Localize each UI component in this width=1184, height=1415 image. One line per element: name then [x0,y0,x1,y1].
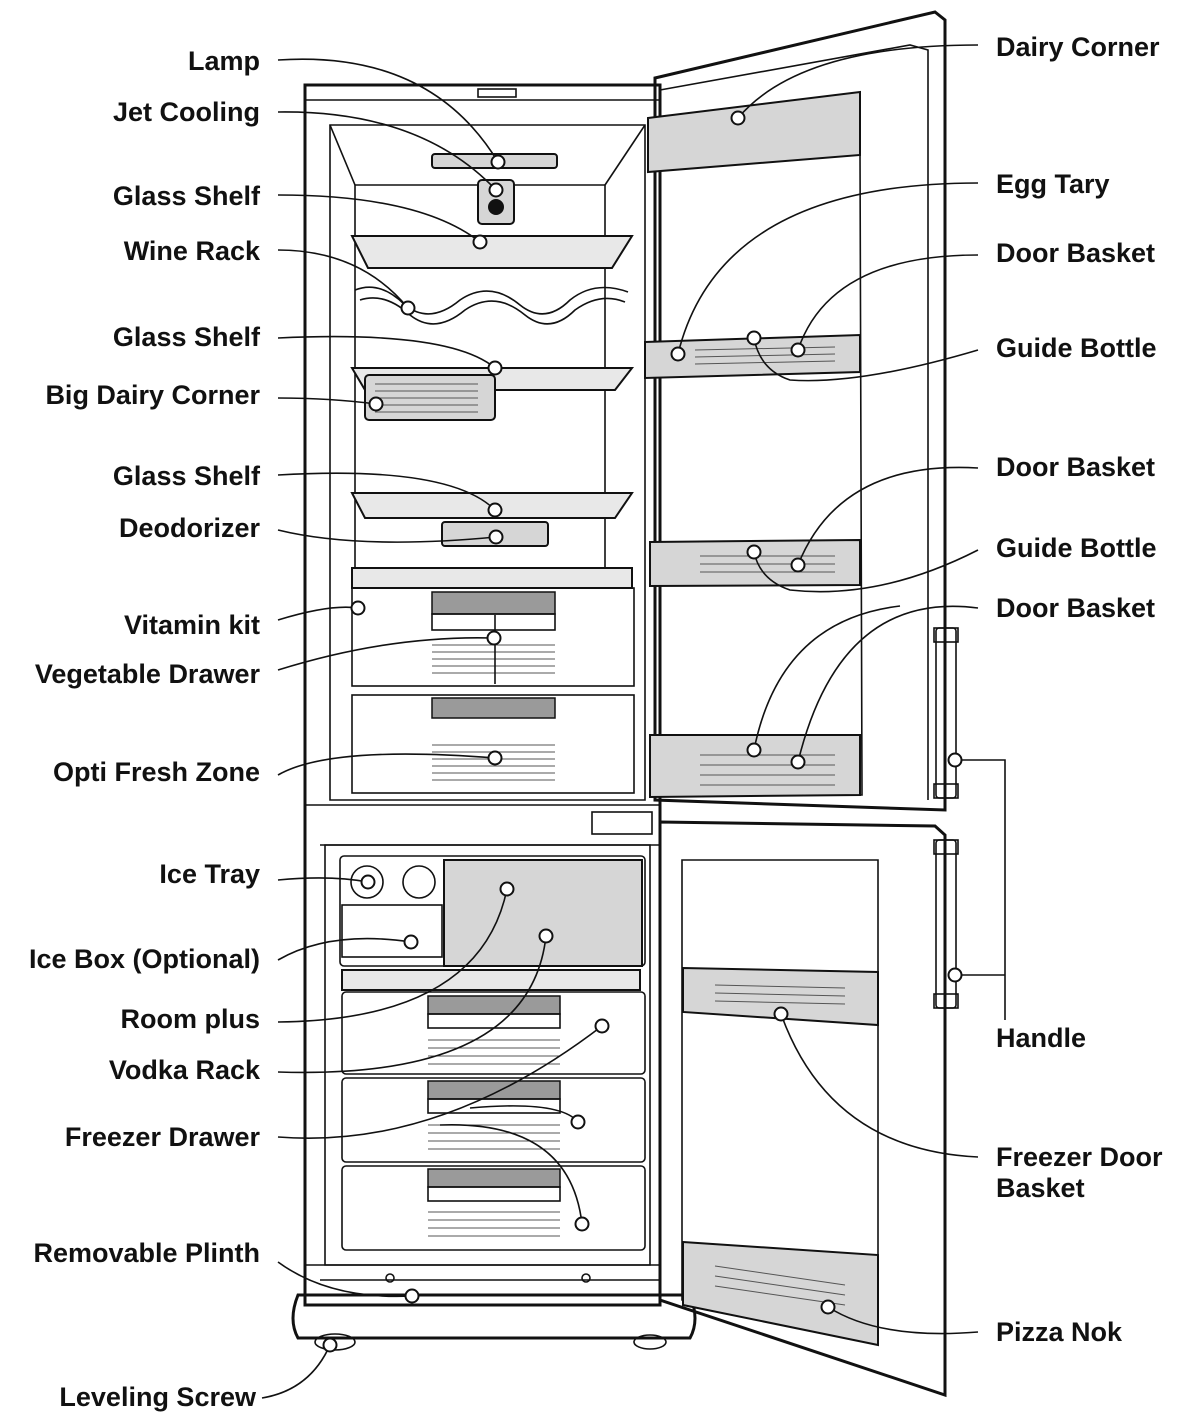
label-egg-tary: Egg Tary [996,169,1110,199]
label-wine-rack: Wine Rack [124,236,261,266]
leader-lines [261,44,1006,1399]
label-glass-shelf: Glass Shelf [113,461,261,491]
label-vitamin-kit: Vitamin kit [124,610,260,640]
label-opti-fresh-zone: Opti Fresh Zone [53,757,260,787]
label-door-basket: Door Basket [996,238,1155,268]
label-pizza-nok: Pizza Nok [996,1317,1123,1347]
label-freezer-door-basket-2: Basket [996,1173,1085,1203]
label-vodka-rack: Vodka Rack [109,1055,261,1085]
label-guide-bottle: Guide Bottle [996,333,1157,363]
label-lamp: Lamp [188,46,260,76]
label-dairy-corner: Dairy Corner [996,32,1160,62]
label-deodorizer: Deodorizer [119,513,261,543]
label-big-dairy-corner: Big Dairy Corner [45,380,260,410]
label-door-basket: Door Basket [996,452,1155,482]
left-labels: Lamp Jet Cooling Glass Shelf Wine Rack G… [29,46,261,1412]
right-labels: Dairy Corner Egg Tary Door Basket Guide … [996,32,1163,1347]
label-freezer-door-basket: Freezer Door [996,1142,1163,1172]
label-freezer-drawer: Freezer Drawer [65,1122,261,1152]
label-guide-bottle: Guide Bottle [996,533,1157,563]
callout-dots [322,110,963,1353]
label-glass-shelf: Glass Shelf [113,322,261,352]
label-door-basket: Door Basket [996,593,1155,623]
label-removable-plinth: Removable Plinth [33,1238,260,1268]
label-vegetable-drawer: Vegetable Drawer [35,659,261,689]
label-leveling-screw: Leveling Screw [59,1382,257,1412]
label-ice-tray: Ice Tray [159,859,260,889]
label-ice-box: Ice Box (Optional) [29,944,260,974]
label-jet-cooling: Jet Cooling [113,97,260,127]
upper-door [644,10,959,812]
label-room-plus: Room plus [121,1004,261,1034]
lower-door [658,820,959,1398]
label-handle: Handle [996,1023,1086,1053]
fridge-cabinet [291,83,697,1351]
label-glass-shelf: Glass Shelf [113,181,261,211]
